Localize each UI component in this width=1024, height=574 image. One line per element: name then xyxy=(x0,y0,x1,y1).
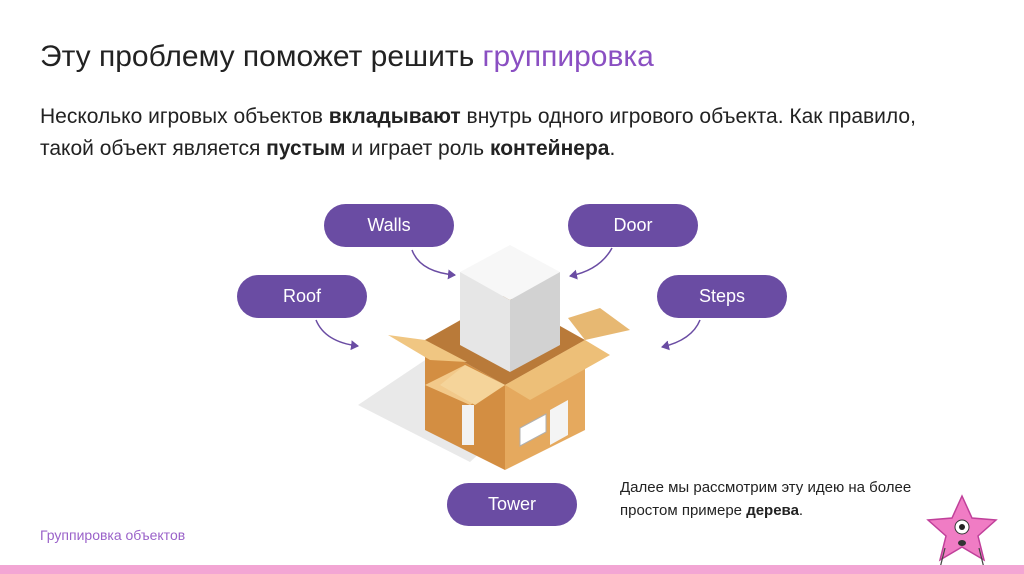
label-walls: Walls xyxy=(324,204,454,247)
arrow-roof xyxy=(315,319,359,351)
note-text: Далее мы рассмотрим эту идею на более пр… xyxy=(620,476,920,522)
arrow-steps xyxy=(661,319,701,351)
lead-bold-3: контейнера xyxy=(489,137,610,160)
slide-title: Эту проблему поможет решить группировка xyxy=(40,40,654,74)
label-tower: Tower xyxy=(447,483,577,526)
box-illustration-icon xyxy=(358,245,630,470)
label-door: Door xyxy=(568,204,698,247)
note-main: Далее мы рассмотрим эту идею на более пр… xyxy=(620,479,912,519)
lead-paragraph: Несколько игровых объектов вкладывают вн… xyxy=(40,101,920,165)
title-accent: группировка xyxy=(482,40,654,73)
note-bold: дерева xyxy=(746,502,799,519)
lead-part-1: Несколько игровых объектов xyxy=(40,105,329,128)
arrow-door xyxy=(569,247,613,280)
label-roof: Roof xyxy=(237,275,367,318)
footer-label: Группировка объектов xyxy=(40,527,186,543)
note-end: . xyxy=(798,502,804,519)
title-main: Эту проблему поможет решить xyxy=(40,40,483,73)
arrow-walls xyxy=(411,249,456,280)
lead-bold-1: вкладывают xyxy=(328,105,461,128)
lead-part-3: и играет роль xyxy=(345,137,490,160)
lead-part-2: внутрь одного игрового объекта. Как прав… xyxy=(40,105,916,160)
lead-part-4: . xyxy=(609,137,616,160)
star-mascot-icon xyxy=(926,494,998,569)
lead-bold-2: пустым xyxy=(266,137,346,160)
bottom-bar xyxy=(0,565,1024,574)
label-steps: Steps xyxy=(657,275,787,318)
